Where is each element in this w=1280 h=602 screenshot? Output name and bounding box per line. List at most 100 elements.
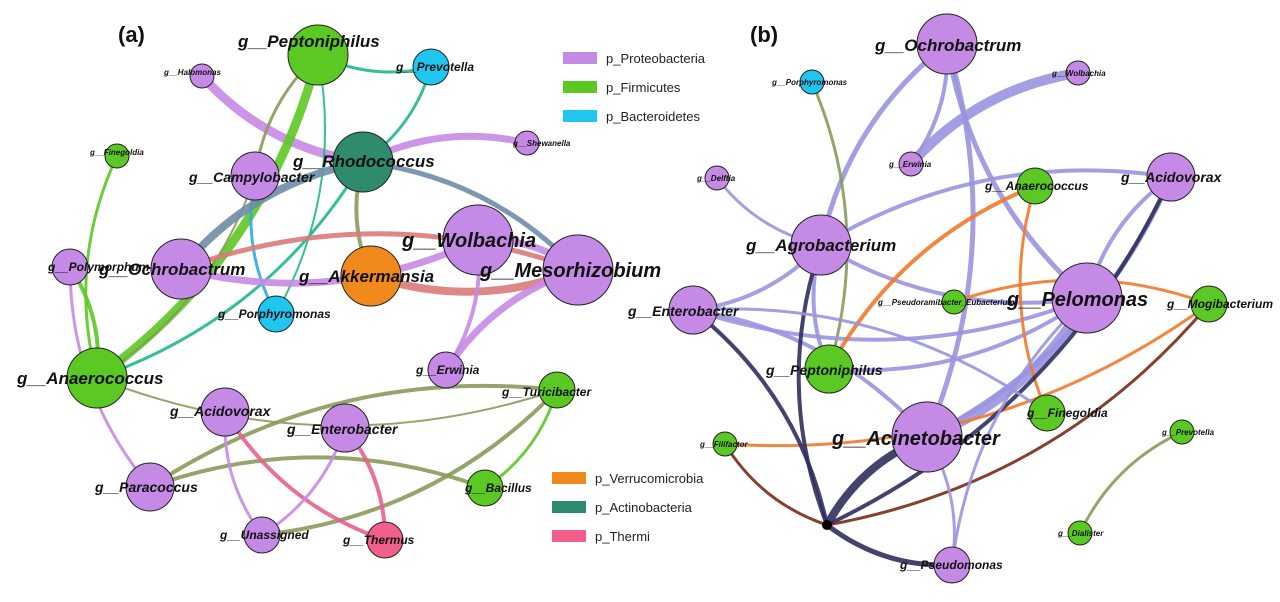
panel-a-node-shew: [514, 130, 540, 156]
panel-a-edge-a_rhodo-a_anaero: [95, 160, 365, 380]
panel-b-node-acido: [1146, 152, 1196, 202]
panel-a-node-rhodo: [332, 131, 394, 193]
panel-b-node-dial: [1067, 520, 1093, 546]
panel-b-node-label-prev: g__Prevotella: [1161, 428, 1215, 437]
panel-b-edge-b_pelo-b_pseudo: [950, 296, 1089, 567]
panel-a-node-wolb: [442, 204, 514, 276]
panel-a-node-label-turi: g__Turicibacter: [501, 385, 592, 399]
panel-b-node-label-pseudo: g__Pseudomonas: [899, 558, 1003, 572]
panel-a-node-label-prev: g__Prevotella: [395, 60, 474, 74]
panel-b-node-mogi: [1190, 285, 1228, 323]
panel-b-node-fine: [1028, 394, 1066, 432]
panel-b-edge-b_ochro-b_acin: [924, 41, 976, 440]
legend-label-firmicutes: p_Firmicutes: [606, 80, 681, 95]
panel-b-edge-b_porph-b_pept: [810, 80, 849, 371]
labels-layer: g__Peptoniphilusg__Prevotellag__Halomona…: [16, 32, 1273, 572]
panel-a-node-erw: [427, 351, 465, 389]
panel-b-node-label-entero: g__Enterobacter: [627, 303, 740, 319]
panel-b-node-porph: [799, 69, 825, 95]
panel-a-node-fine: [104, 143, 130, 169]
panel-b-node-label-porph: g__Porphyromonas: [771, 78, 848, 87]
panel-a-node-label-entero: g__Enterobacter: [286, 421, 399, 437]
panel-a-edge-a_para-a_bacil: [148, 455, 487, 490]
panel-label-b: (b): [750, 22, 778, 47]
legend-swatch-verrucomicrobia: [552, 472, 586, 484]
panel-b-node-label-anaero: g__Anaerococcus: [984, 179, 1089, 193]
legend-swatch-thermi: [552, 530, 586, 542]
panel-b-node-anaero: [1016, 167, 1054, 205]
panel-b-node-pseudor: [941, 289, 967, 315]
panel-b-node-delf: [704, 165, 730, 191]
panel-b-edge-b_wolb-b_erw: [906, 68, 1083, 169]
legend-swatch-actinobacteria: [552, 501, 586, 513]
legend-label-proteobacteria: p_Proteobacteria: [606, 51, 706, 66]
panel-b-edge-b_entero-b_hub: [691, 308, 829, 527]
panel-b-edge-b_mogi-b_hub: [825, 302, 1211, 527]
panel-a-node-poly: [51, 248, 89, 286]
panel-a-node-label-bacil: g__Bacillus: [464, 481, 532, 495]
panel-b-node-label-pept: g__Peptoniphilus: [765, 362, 883, 378]
panel-a-node-campy: [230, 151, 280, 201]
panel-a-node-label-akker: g__Akkermansia: [298, 267, 434, 286]
panel-b-node-pseudo: [933, 546, 971, 584]
panel-a-node-label-poly: g__Polymorphum: [47, 260, 150, 274]
panel-b-edge-b_entero-b_fine: [691, 307, 1049, 415]
panel-b-edge-b_entero-b_pelo: [691, 296, 1089, 342]
panel-a-node-acido: [200, 387, 250, 437]
panel-a-edge-a_ochro-a_meso: [178, 231, 581, 273]
panel-a-node-entero: [320, 403, 370, 453]
panel-b-node-label-delf: g__Delftia: [696, 174, 736, 183]
phylum-legend: p_Proteobacteria p_Firmicutes p_Bacteroi…: [552, 51, 706, 544]
panel-b-edge-b_acido-b_hub: [825, 175, 1173, 527]
panel-b-edge-b_prev-b_dial: [1078, 430, 1184, 535]
legend-swatch-bacteroidetes: [563, 110, 597, 122]
panel-b-edge-b_fili-b_mogi: [723, 302, 1211, 448]
legend-label-bacteroidetes: p_Bacteroidetes: [606, 109, 700, 124]
panel-a-node-therm: [366, 521, 404, 559]
panel-b-edge-b_pept-b_anaero: [827, 184, 1037, 371]
panel-a-node-unas: [243, 516, 281, 554]
legend-label-actinobacteria: p_Actinobacteria: [595, 500, 693, 515]
panel-a-edge-a_pept-a_anaero: [92, 50, 323, 383]
panel-b-edge-b_ochro-b_agro: [818, 41, 950, 248]
panel-b-node-fili: [712, 431, 738, 457]
panel-b-node-pept: [804, 344, 854, 394]
panel-b-node-ochro: [916, 13, 978, 75]
panel-a-node-label-pept: g__Peptoniphilus: [237, 32, 380, 51]
panel-a-node-label-ochro: g__Ochrobactrum: [98, 260, 245, 279]
panel-b-edge-b_ochro-b_pelo: [944, 41, 1090, 301]
panel-b-node-wolb: [1065, 60, 1091, 86]
legend-label-verrucomicrobia: p_Verrucomicrobia: [595, 471, 704, 486]
panel-a-node-prev: [412, 48, 450, 86]
panel-b-edge-b_agro-b_acido: [819, 168, 1173, 247]
panel-b-node-acin: [891, 401, 963, 473]
panel-a-node-label-para: g__Paracoccus: [94, 479, 198, 495]
panel-a-node-label-wolb: g__Wolbachia: [401, 230, 536, 252]
panel-a-node-para: [125, 462, 175, 512]
panel-b-node-label-dial: g__Dialister: [1057, 529, 1104, 538]
panel-a-node-anaero: [66, 347, 128, 409]
panel-b-node-pelo: [1051, 262, 1123, 334]
panel-a-node-halo: [189, 63, 215, 89]
panel-b-node-label-fili: g__Filifactor: [699, 440, 748, 449]
panel-a-node-akker: [340, 245, 402, 307]
panel-b-node-label-agro: g__Agrobacterium: [745, 236, 896, 255]
panel-a-node-pept: [287, 24, 349, 86]
panel-a-edge-a_ochro-a_wolb: [177, 236, 482, 287]
panel-a-edge-a_acido-a_therm: [223, 410, 387, 542]
panel-a-node-label-rhodo: g__Rhodococcus: [292, 152, 435, 171]
panel-b-node-label-pseudor: g__Pseudoramibacter_Eubacterium: [877, 298, 1015, 307]
panel-a-node-meso: [542, 234, 614, 306]
panel-a-node-label-anaero: g__Anaerococcus: [16, 369, 163, 388]
panel-a-node-label-acido: g__Acidovorax: [169, 403, 272, 419]
panel-a-node-turi: [538, 371, 576, 409]
panel-b-node-label-acido: g__Acidovorax: [1120, 169, 1223, 185]
legend-swatch-firmicutes: [563, 81, 597, 93]
panel-b-node-label-ochro: g__Ochrobactrum: [874, 36, 1021, 55]
panel-b-node-label-mogi: g__Mogibacterium: [1166, 297, 1273, 311]
panel-a-node-porph: [257, 295, 295, 333]
panel-a-node-label-meso: g__Mesorhizobium: [479, 260, 661, 282]
panel-b-node-label-erw: g__Erwinia: [888, 160, 932, 169]
panel-b-node-prev: [1169, 419, 1195, 445]
